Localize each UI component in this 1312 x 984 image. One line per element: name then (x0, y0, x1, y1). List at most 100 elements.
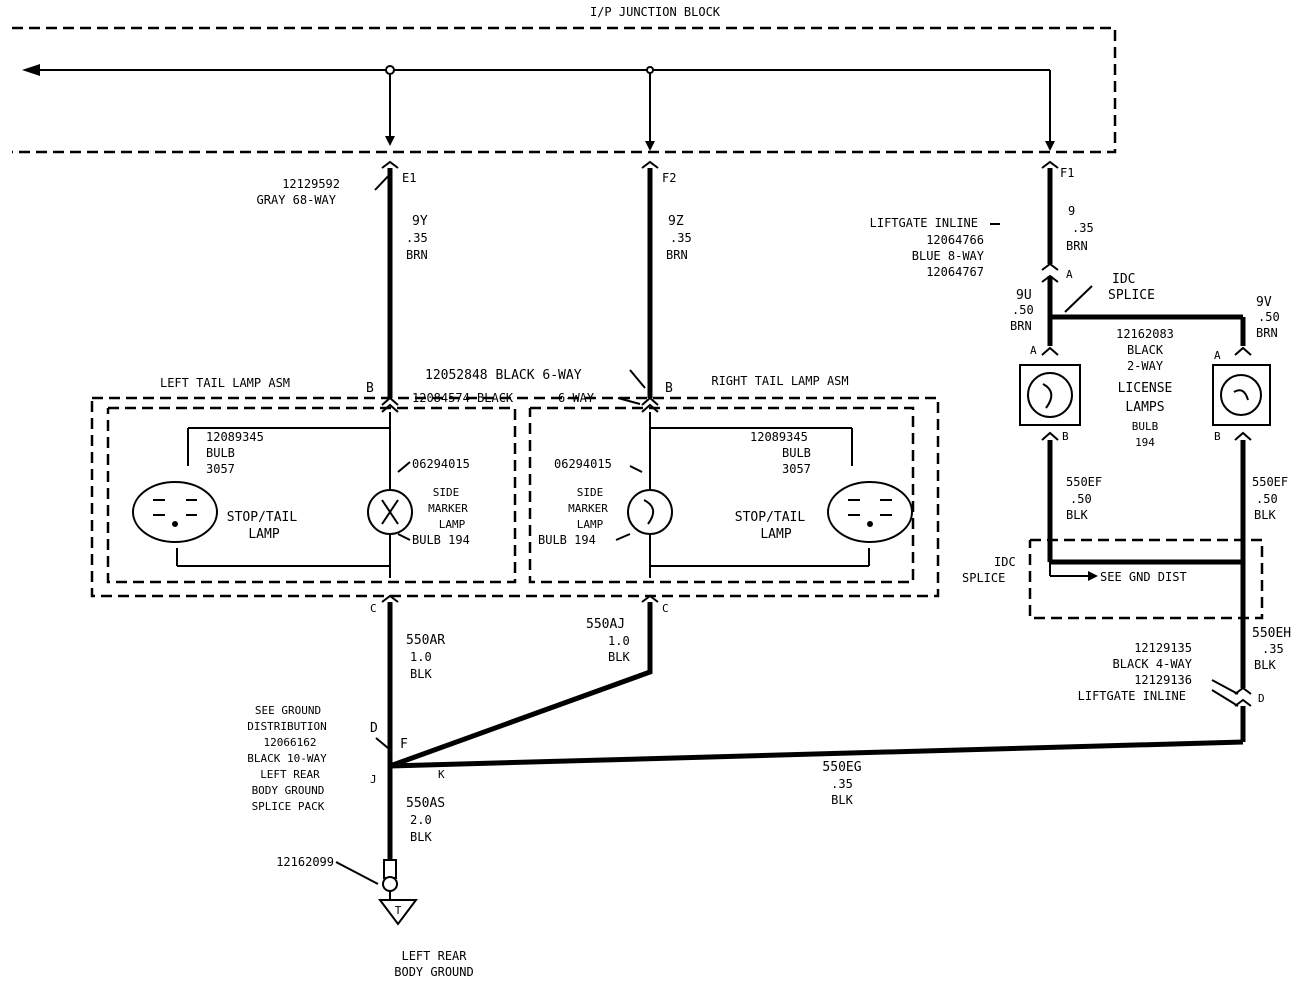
svg-text:BLK: BLK (1066, 508, 1088, 522)
svg-text:A: A (1066, 268, 1073, 281)
svg-text:B: B (665, 381, 673, 396)
svg-text:D: D (1258, 692, 1265, 705)
right-tail-lamp-asm: RIGHT TAIL LAMP ASM 12089345 BULB 3057 S… (528, 374, 915, 584)
right-tail-outline (528, 406, 915, 584)
svg-text:SPLICE: SPLICE (1108, 288, 1155, 303)
svg-text:2.0: 2.0 (410, 813, 432, 827)
liftgate-inline-connector-2: 12129135 BLACK 4-WAY 12129136 LIFTGATE I… (1078, 641, 1265, 707)
svg-text:9: 9 (1068, 204, 1075, 218)
svg-text:J: J (370, 773, 377, 786)
svg-text:K: K (438, 768, 445, 781)
svg-text:06294015: 06294015 (412, 457, 470, 471)
wire-550aj (389, 602, 653, 769)
svg-text:12052848 BLACK 6-WAY: 12052848 BLACK 6-WAY (425, 368, 582, 383)
svg-text:LEFT REAR: LEFT REAR (401, 949, 467, 963)
svg-text:SIDE: SIDE (577, 486, 604, 499)
svg-text:9V: 9V (1256, 295, 1272, 310)
svg-text:GRAY 68-WAY: GRAY 68-WAY (257, 193, 337, 207)
ground-symbol-icon (378, 899, 418, 926)
ground-eyelet-terminal (383, 859, 397, 879)
tail-lamp-housing (90, 396, 940, 598)
svg-text:SEE GND DIST: SEE GND DIST (1100, 570, 1187, 584)
svg-text:LEFT REAR: LEFT REAR (260, 768, 320, 781)
svg-text:9U: 9U (1016, 288, 1032, 303)
svg-text:STOP/TAIL: STOP/TAIL (227, 510, 298, 525)
svg-text:.35: .35 (670, 231, 692, 245)
svg-text:IDC: IDC (994, 555, 1016, 569)
svg-text:.35: .35 (406, 231, 428, 245)
bus-node-2 (646, 66, 654, 74)
right-stop-tail-bulb-icon (827, 481, 913, 543)
svg-text:BLK: BLK (831, 793, 853, 807)
svg-text:550AR: 550AR (406, 633, 445, 648)
svg-text:BLACK 10-WAY: BLACK 10-WAY (247, 752, 327, 765)
svg-text:BLK: BLK (608, 650, 630, 664)
svg-text:BRN: BRN (1010, 319, 1032, 333)
svg-text:SEE GROUND: SEE GROUND (255, 704, 321, 717)
svg-text:E1: E1 (402, 171, 416, 185)
left-stop-tail-bulb-icon (132, 481, 218, 543)
svg-text:STOP/TAIL: STOP/TAIL (735, 510, 806, 525)
svg-text:BRN: BRN (666, 248, 688, 262)
svg-text:SIDE: SIDE (433, 486, 460, 499)
svg-text:12089345: 12089345 (206, 430, 264, 444)
svg-text:IDC: IDC (1112, 272, 1135, 287)
svg-text:BLACK 4-WAY: BLACK 4-WAY (1113, 657, 1193, 671)
svg-text:12084574 BLACK: 12084574 BLACK (412, 391, 514, 405)
svg-text:550EF: 550EF (1252, 475, 1288, 489)
svg-text:12089345: 12089345 (750, 430, 808, 444)
svg-text:BLK: BLK (1254, 658, 1276, 672)
svg-text:B: B (1214, 430, 1221, 443)
junction-block-outline (12, 26, 1117, 154)
svg-text:.35: .35 (831, 777, 853, 791)
svg-text:BULB 194: BULB 194 (412, 533, 470, 547)
svg-text:12129136: 12129136 (1134, 673, 1192, 687)
svg-text:LICENSE: LICENSE (1118, 381, 1173, 396)
svg-text:06294015: 06294015 (554, 457, 612, 471)
bus-node-1 (385, 65, 395, 75)
svg-text:550AJ: 550AJ (586, 617, 625, 632)
svg-text:3057: 3057 (206, 462, 235, 476)
svg-text:DISTRIBUTION: DISTRIBUTION (247, 720, 326, 733)
svg-text:LEFT TAIL LAMP ASM: LEFT TAIL LAMP ASM (160, 376, 290, 390)
svg-text:12064766: 12064766 (926, 233, 984, 247)
svg-text:BRN: BRN (1256, 326, 1278, 340)
svg-text:LAMP: LAMP (577, 518, 604, 531)
svg-text:C: C (370, 602, 377, 615)
junction-block-title: I/P JUNCTION BLOCK (590, 5, 721, 19)
svg-text:A: A (1214, 349, 1221, 362)
svg-text:550EG: 550EG (822, 760, 861, 775)
svg-text:BLUE 8-WAY: BLUE 8-WAY (912, 249, 985, 263)
left-tail-lamp-asm: LEFT TAIL LAMP ASM 12089345 BULB 3057 ST… (106, 376, 517, 584)
svg-text:2-WAY: 2-WAY (1127, 359, 1164, 373)
svg-text:B: B (1062, 430, 1069, 443)
svg-text:BRN: BRN (406, 248, 428, 262)
svg-text:B: B (366, 381, 374, 396)
svg-text:T: T (395, 904, 402, 917)
svg-text:12129135: 12129135 (1134, 641, 1192, 655)
svg-text:LAMP: LAMP (760, 527, 791, 542)
svg-text:BULB 194: BULB 194 (538, 533, 596, 547)
svg-text:F2: F2 (662, 171, 676, 185)
svg-text:MARKER: MARKER (428, 502, 468, 515)
svg-text:SPLICE: SPLICE (962, 571, 1005, 585)
svg-text:LIFTGATE INLINE: LIFTGATE INLINE (1078, 689, 1186, 703)
svg-text:12162099: 12162099 (276, 855, 334, 869)
svg-text:1.0: 1.0 (608, 634, 630, 648)
ground-eyelet-icon (382, 876, 398, 892)
svg-text:D: D (370, 721, 378, 736)
svg-text:BODY GROUND: BODY GROUND (394, 965, 473, 979)
svg-text:3057: 3057 (782, 462, 811, 476)
svg-text:12129592: 12129592 (282, 177, 340, 191)
svg-text:BLK: BLK (1254, 508, 1276, 522)
svg-text:BRN: BRN (1066, 239, 1088, 253)
svg-text:12064767: 12064767 (926, 265, 984, 279)
svg-text:.35: .35 (1072, 221, 1094, 235)
svg-text:.35: .35 (1262, 642, 1284, 656)
liftgate-inline-connector: LIFTGATE INLINE 12064766 BLUE 8-WAY 1206… (870, 216, 1073, 283)
svg-text:BLK: BLK (410, 667, 432, 681)
svg-text:550EF: 550EF (1066, 475, 1102, 489)
svg-text:.50: .50 (1256, 492, 1278, 506)
svg-text:LAMPS: LAMPS (1125, 400, 1164, 415)
